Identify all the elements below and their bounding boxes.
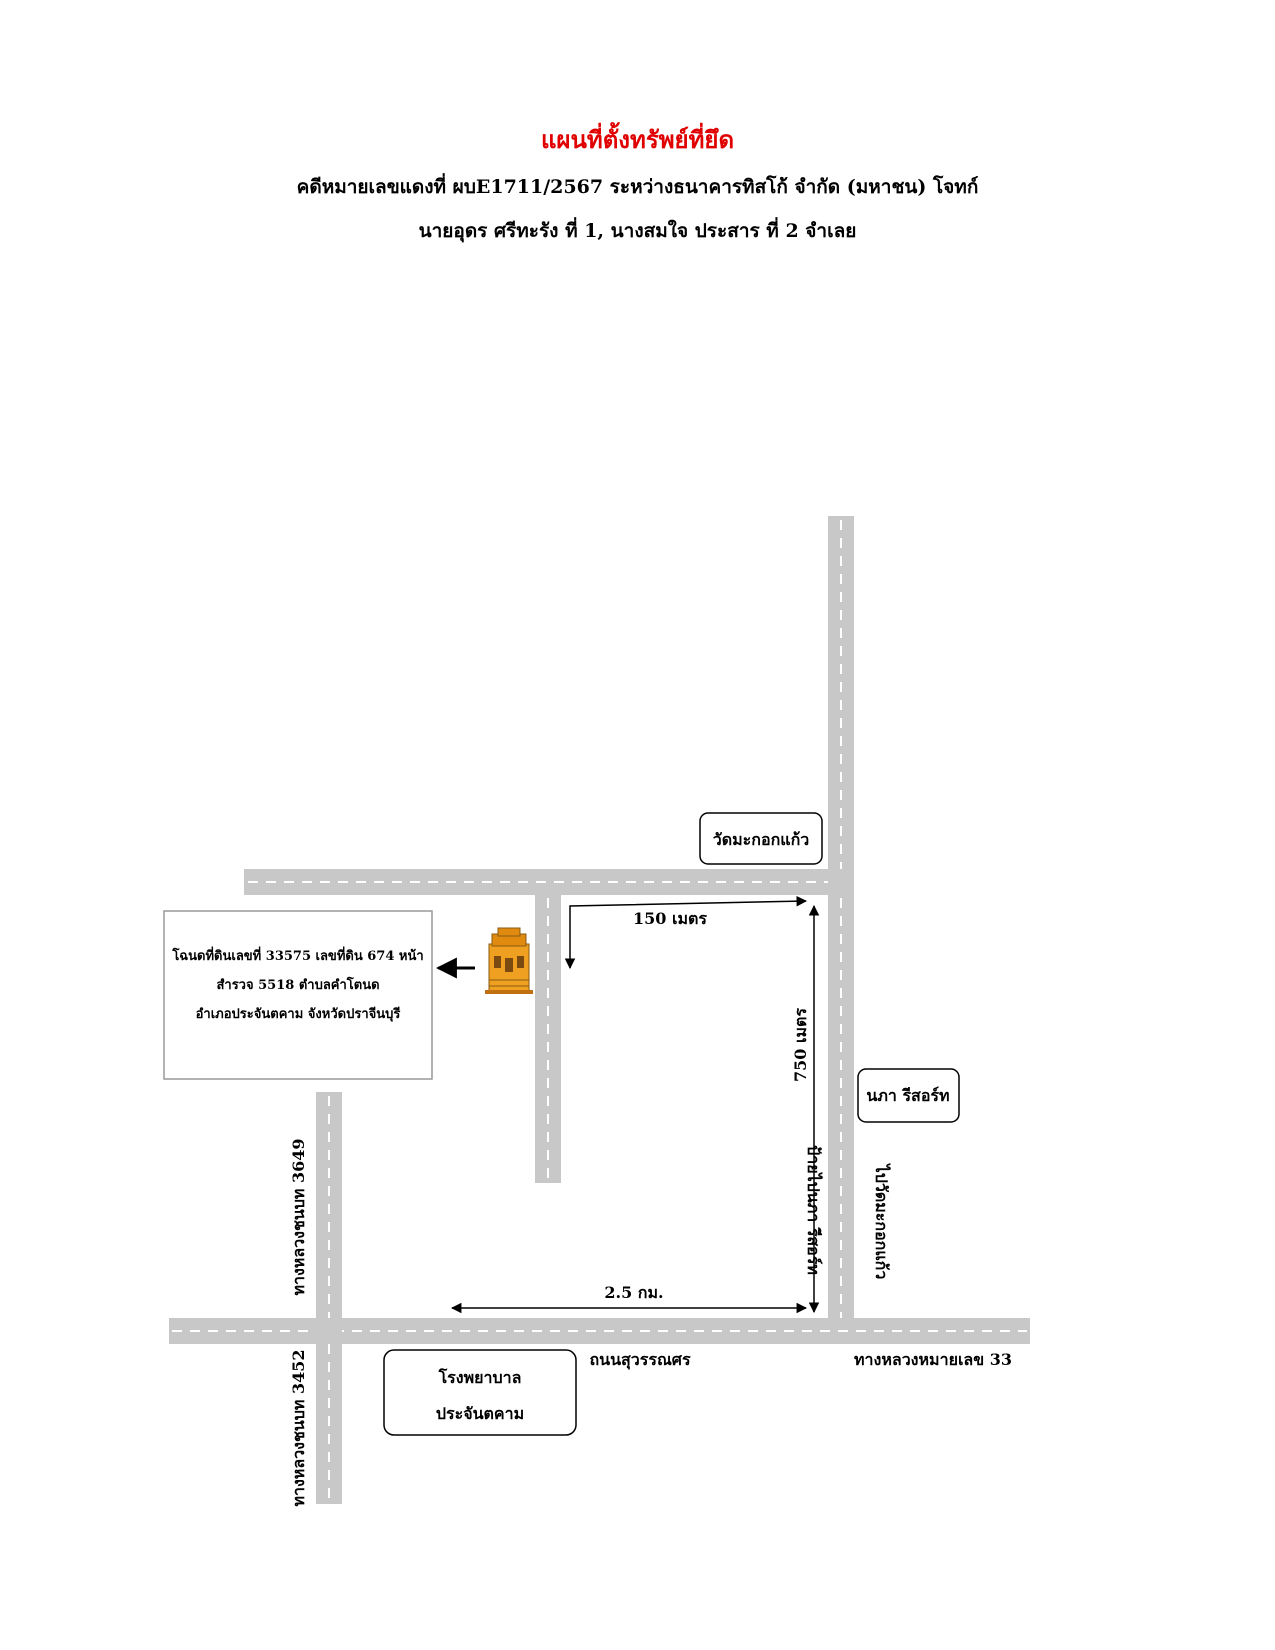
deed-line2: สำรวจ 5518 ตำบลคำโตนด (216, 976, 379, 993)
distance-150m-arrow (564, 895, 808, 970)
deed-info-box: โฉนดที่ดินเลขที่ 33575 เลขที่ดิน 674 หน้… (163, 910, 433, 1080)
distance-150m-label: 150 เมตร (633, 909, 707, 928)
roads (169, 516, 1030, 1504)
resort-label-box: นภา รีสอร์ท (857, 1068, 960, 1123)
road-highway-33 (169, 1318, 1030, 1344)
resort-sign-label: ป้ายไปนภา รีสอร์ท (804, 1145, 823, 1275)
hospital-label-line2: ประจันตคาม (436, 1404, 524, 1423)
distance-2-5km-label: 2.5 กม. (604, 1283, 663, 1302)
case-line: คดีหมายเลขแดงที่ ผบE1711/2567 ระหว่างธนา… (296, 176, 979, 198)
rural-road-3452-label: ทางหลวงชนบท 3452 (289, 1349, 308, 1506)
hospital-label-line1: โรงพยาบาล (438, 1367, 522, 1387)
temple-label-box: วัดมะกอกแก้ว (699, 812, 823, 865)
temple-label: วัดมะกอกแก้ว (713, 830, 810, 849)
deed-line3: อำเภอประจันตคาม จังหวัดปราจีนบุรี (196, 1006, 401, 1022)
to-temple-label: ไปวัดมะกอกแก้ว (872, 1163, 891, 1280)
distance-750m-label: 750 เมตร (791, 1008, 810, 1082)
suwannason-road-label: ถนนสุวรรณศร (589, 1350, 691, 1370)
parties-line: นายอุดร ศรีทะรัง ที่ 1, นางสมใจ ประสาร ท… (418, 220, 857, 242)
resort-label: นภา รีสอร์ท (866, 1086, 949, 1105)
hospital-label-box: โรงพยาบาล ประจันตคาม (383, 1349, 577, 1436)
house-icon (485, 927, 533, 994)
deed-line1: โฉนดที่ดินเลขที่ 33575 เลขที่ดิน 674 หน้… (171, 946, 423, 964)
highway-33-label: ทางหลวงหมายเลข 33 (854, 1350, 1012, 1369)
rural-road-3649-label: ทางหลวงชนบท 3649 (289, 1138, 308, 1295)
page-title: แผนที่ตั้งทรัพย์ที่ยึด (540, 125, 735, 154)
